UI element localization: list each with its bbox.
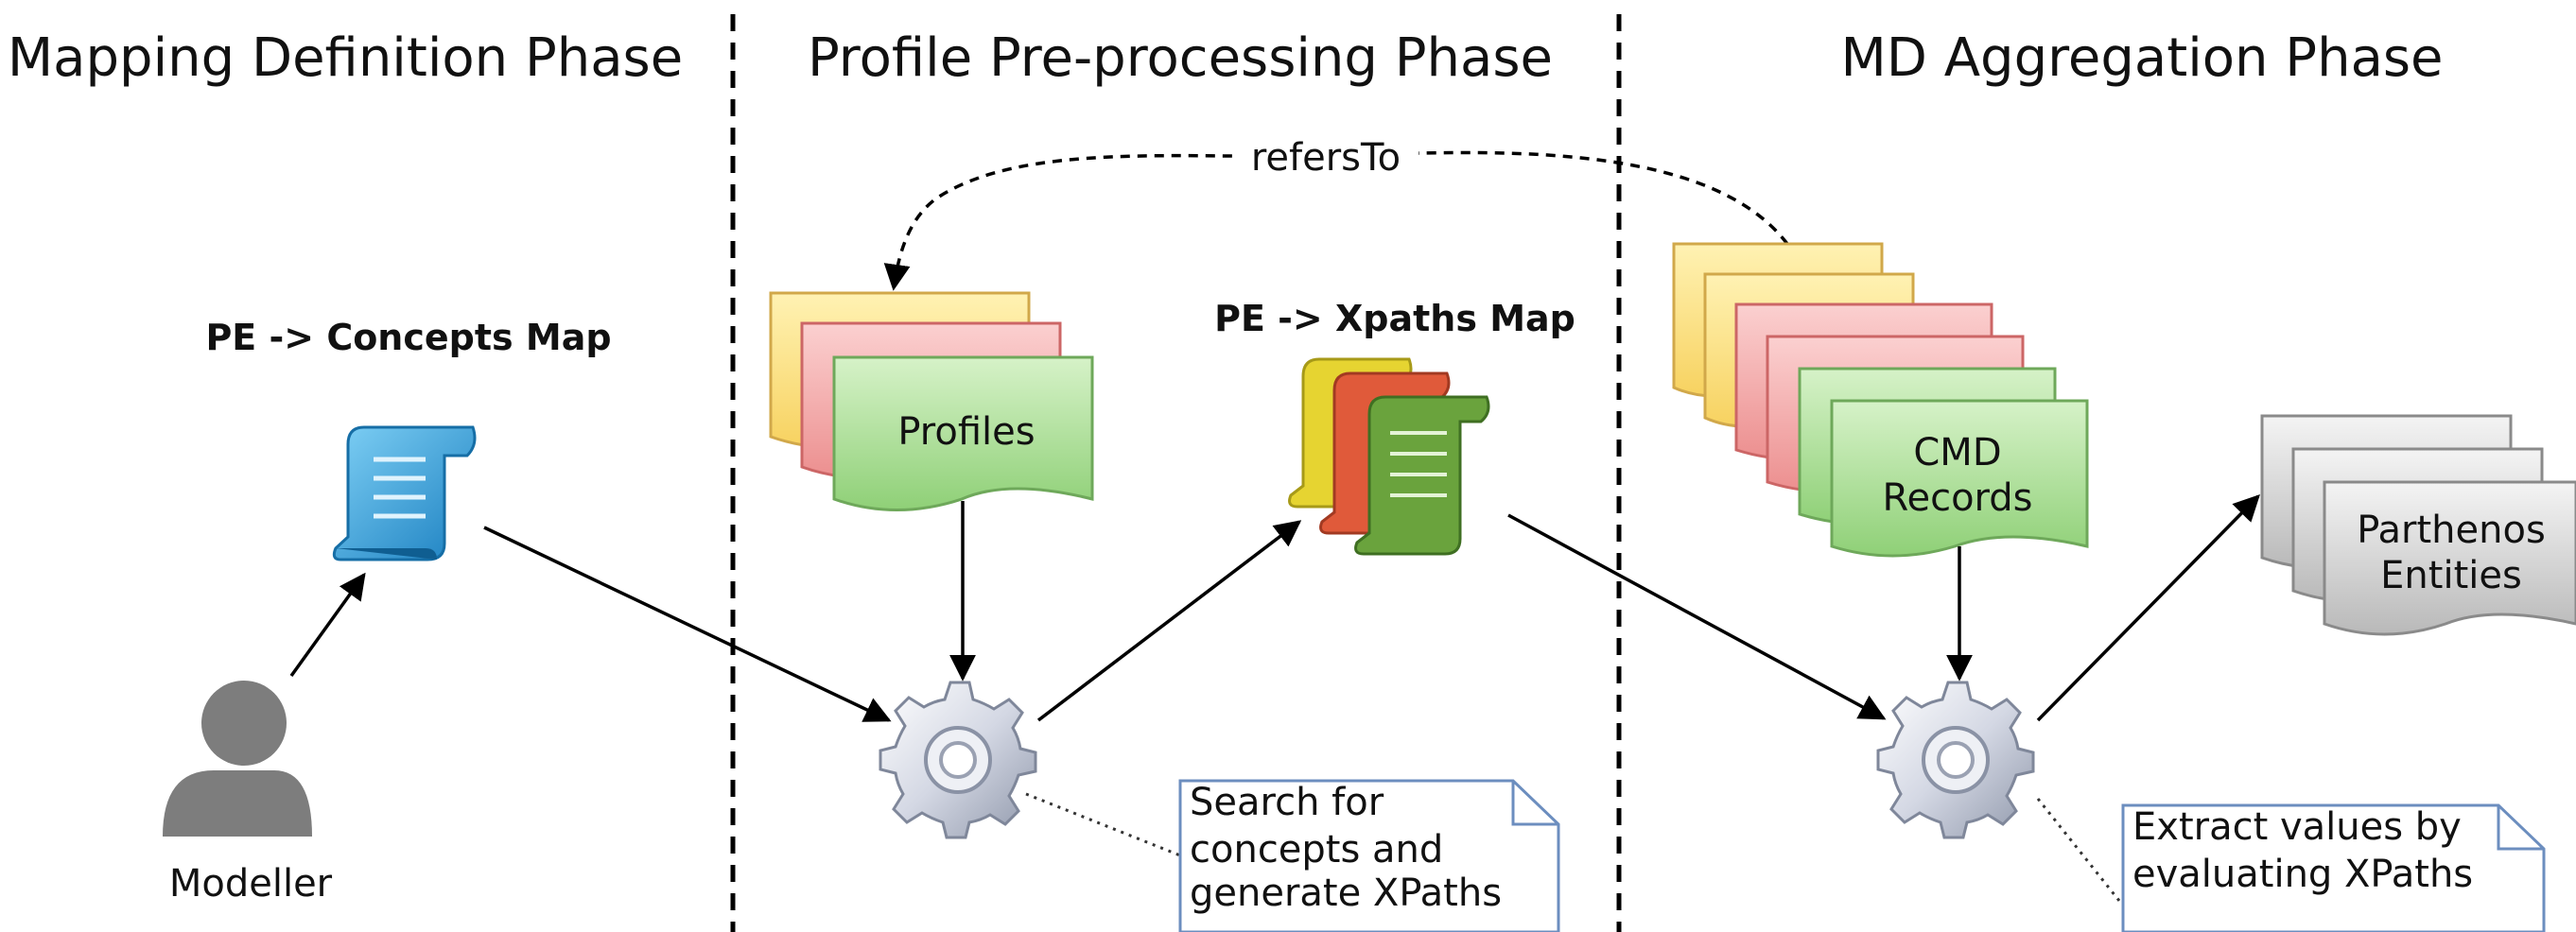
refers-to-label-bg	[1234, 132, 1419, 180]
phase-title-aggregation: MD Aggregation Phase	[1840, 27, 2443, 89]
parthenos-label-line1: Parthenos	[2357, 509, 2546, 552]
cmd-records-label-line1: CMD	[1913, 431, 2001, 475]
edge-xpaths-to-gear	[1507, 513, 1887, 720]
multi-scroll-icon	[1288, 357, 1490, 556]
cmd-records-label-line2: Records	[1882, 476, 2032, 520]
parthenos-label-line2: Entities	[2380, 554, 2522, 597]
xpaths-map-title: PE -> Xpaths Map	[1214, 298, 1575, 339]
edge-gear-to-xpaths	[1036, 520, 1302, 722]
refers-to-label: refersTo	[1251, 136, 1401, 180]
concepts-map-title: PE -> Concepts Map	[205, 317, 611, 358]
edge-map-to-gear	[483, 526, 892, 722]
note-extract-line2: evaluating XPaths	[2132, 853, 2473, 896]
note-search-line3: generate XPaths	[1190, 872, 1502, 915]
note-extract-line1: Extract values by	[2132, 805, 2462, 849]
gear-icon	[1876, 681, 2035, 839]
profiles-label: Profiles	[897, 410, 1035, 454]
document-stack-icon	[769, 291, 1094, 511]
note-connector-2	[2036, 798, 2125, 906]
gear-icon	[879, 681, 1037, 839]
document-stack-icon	[2260, 414, 2576, 636]
phase-title-preprocessing: Profile Pre-processing Phase	[808, 27, 1553, 89]
person-icon	[163, 681, 312, 837]
edge-gear-to-entities	[2036, 494, 2260, 722]
document-stack-icon	[1672, 242, 2089, 558]
modeller-label: Modeller	[169, 862, 333, 906]
phase-title-mapping: Mapping Definition Phase	[8, 27, 683, 89]
note-connector-1	[1025, 792, 1181, 857]
edge-modeller-to-map	[289, 572, 366, 678]
note-search-line1: Search for	[1190, 781, 1384, 824]
note-search-line2: concepts and	[1190, 828, 1443, 872]
note-extract: Extract values by evaluating XPaths	[2121, 803, 2546, 932]
scroll-icon	[332, 425, 477, 561]
refers-to-edge	[883, 150, 1789, 291]
note-search: Search for concepts and generate XPaths	[1178, 779, 1560, 932]
